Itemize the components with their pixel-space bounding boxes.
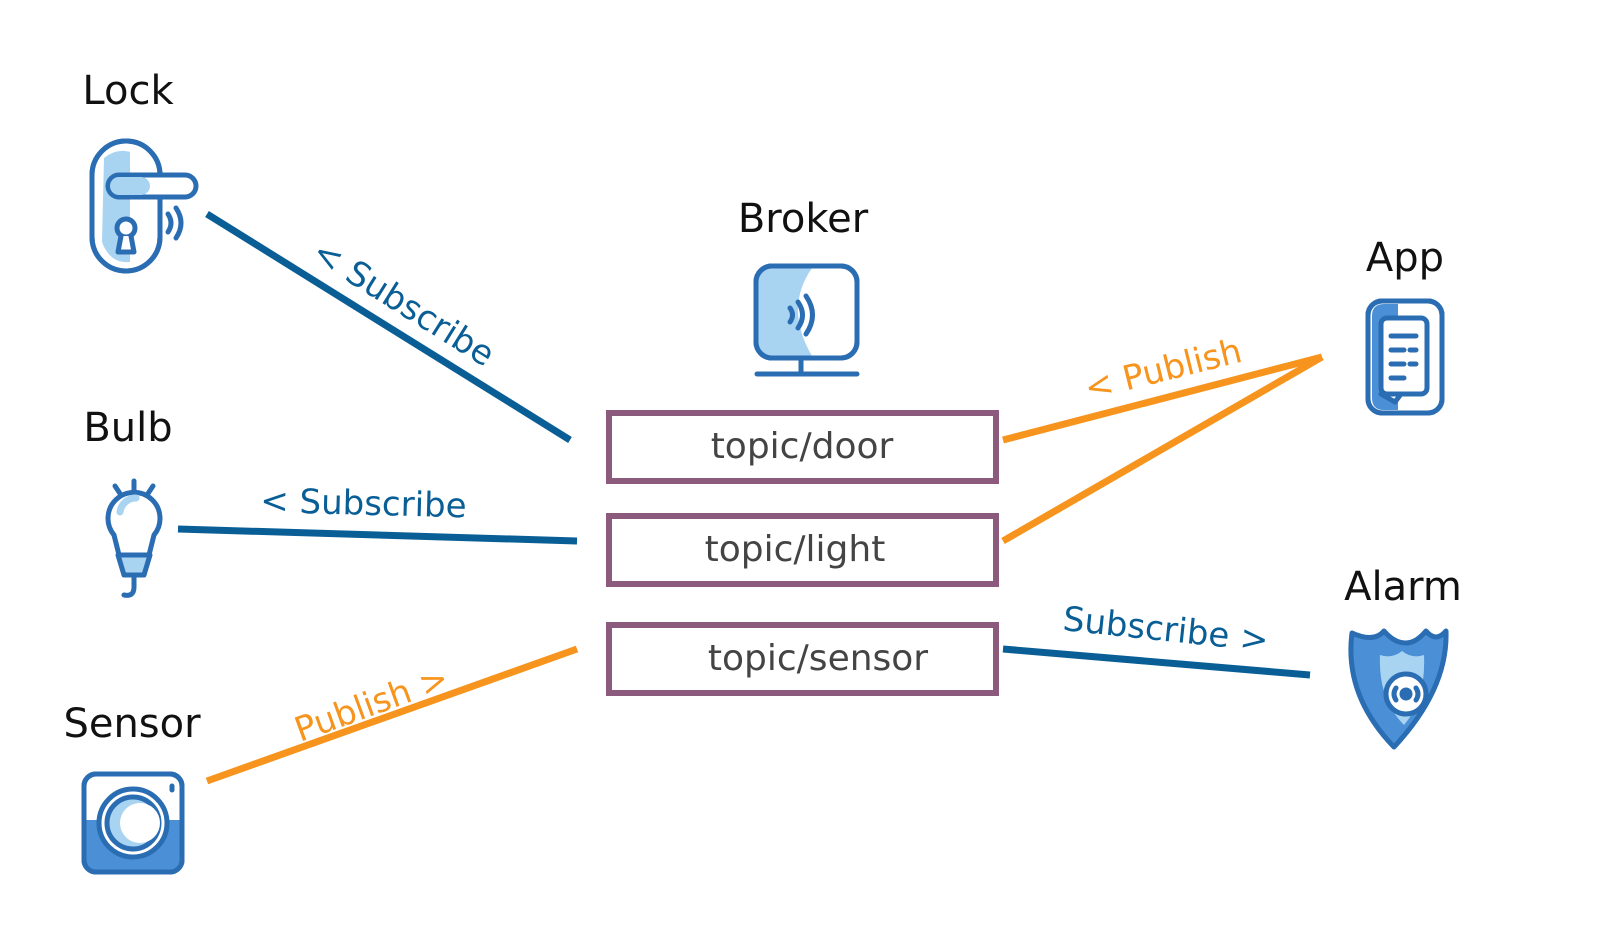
door-lock-icon [89, 138, 199, 274]
alarm-shield-icon [1348, 628, 1449, 750]
node-label-alarm: Alarm [1344, 564, 1462, 610]
topic-box-door: topic/door [606, 410, 999, 484]
broker-monitor-icon [753, 263, 860, 377]
node-label-bulb: Bulb [83, 405, 172, 451]
topic-label-sensor: topic/sensor [708, 638, 928, 679]
edge-alarm-sensor [1002, 645, 1311, 679]
edge-label-bulb-light: < Subscribe [260, 481, 467, 526]
phone-app-icon [1365, 298, 1445, 416]
edge-bulb-light [177, 525, 578, 545]
edge-label-lock-door: < Subscribe [305, 232, 501, 375]
edge-label-alarm-sensor: Subscribe > [1061, 599, 1270, 660]
node-label-sensor: Sensor [63, 701, 201, 747]
topic-label-door: topic/door [711, 426, 894, 467]
sensor-icon [81, 771, 185, 875]
topic-box-light: topic/light [606, 513, 999, 587]
topic-label-light: topic/light [705, 529, 886, 570]
smart-bulb-icon [105, 478, 163, 598]
node-label-app: App [1366, 235, 1444, 281]
edge-label-sensor-topic: Publish > [289, 658, 454, 750]
node-label-lock: Lock [82, 68, 174, 114]
node-label-broker: Broker [738, 196, 869, 242]
edge-lock-door [205, 211, 572, 443]
edge-sensor-topic [205, 645, 579, 785]
edge-app-door [1002, 353, 1323, 444]
topic-box-sensor: topic/sensor [606, 622, 999, 696]
edge-app-light [1001, 353, 1324, 545]
